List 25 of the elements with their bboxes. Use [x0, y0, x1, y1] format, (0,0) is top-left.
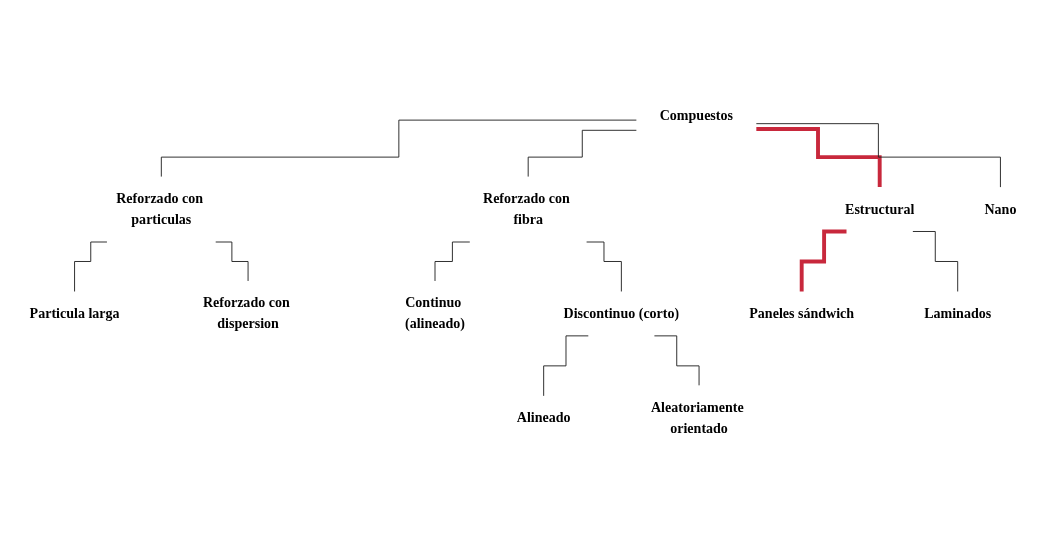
- node-text: Nano: [984, 201, 1017, 217]
- connector: [755, 123, 1001, 188]
- connector: [653, 335, 700, 386]
- node-text: Laminados: [924, 305, 992, 322]
- connector: [434, 241, 471, 282]
- node-text: Estructural: [845, 201, 915, 217]
- connector: [527, 129, 637, 178]
- node-text: Compuestos: [659, 107, 733, 123]
- connector: [799, 229, 847, 294]
- node-text: Alineado: [516, 409, 571, 426]
- connector: [756, 127, 882, 190]
- node-text: Discontinuo (corto): [563, 305, 680, 322]
- connector: [912, 231, 959, 292]
- node-text: Continuo (alineado): [405, 294, 465, 332]
- node-text: Paneles sándwich: [749, 305, 855, 322]
- connector: [215, 241, 249, 282]
- connector: [543, 335, 589, 397]
- node-text: Aleatoriamente orientado: [650, 399, 744, 436]
- node-text: Reforzado con particulas: [116, 190, 203, 228]
- node-text: Reforzado con dispersion: [202, 294, 290, 332]
- connector: [160, 119, 637, 178]
- node-text: Particula larga: [29, 305, 120, 322]
- connector: [586, 241, 622, 292]
- connector: [74, 241, 108, 292]
- node-text: Reforzado con fibra: [483, 190, 570, 228]
